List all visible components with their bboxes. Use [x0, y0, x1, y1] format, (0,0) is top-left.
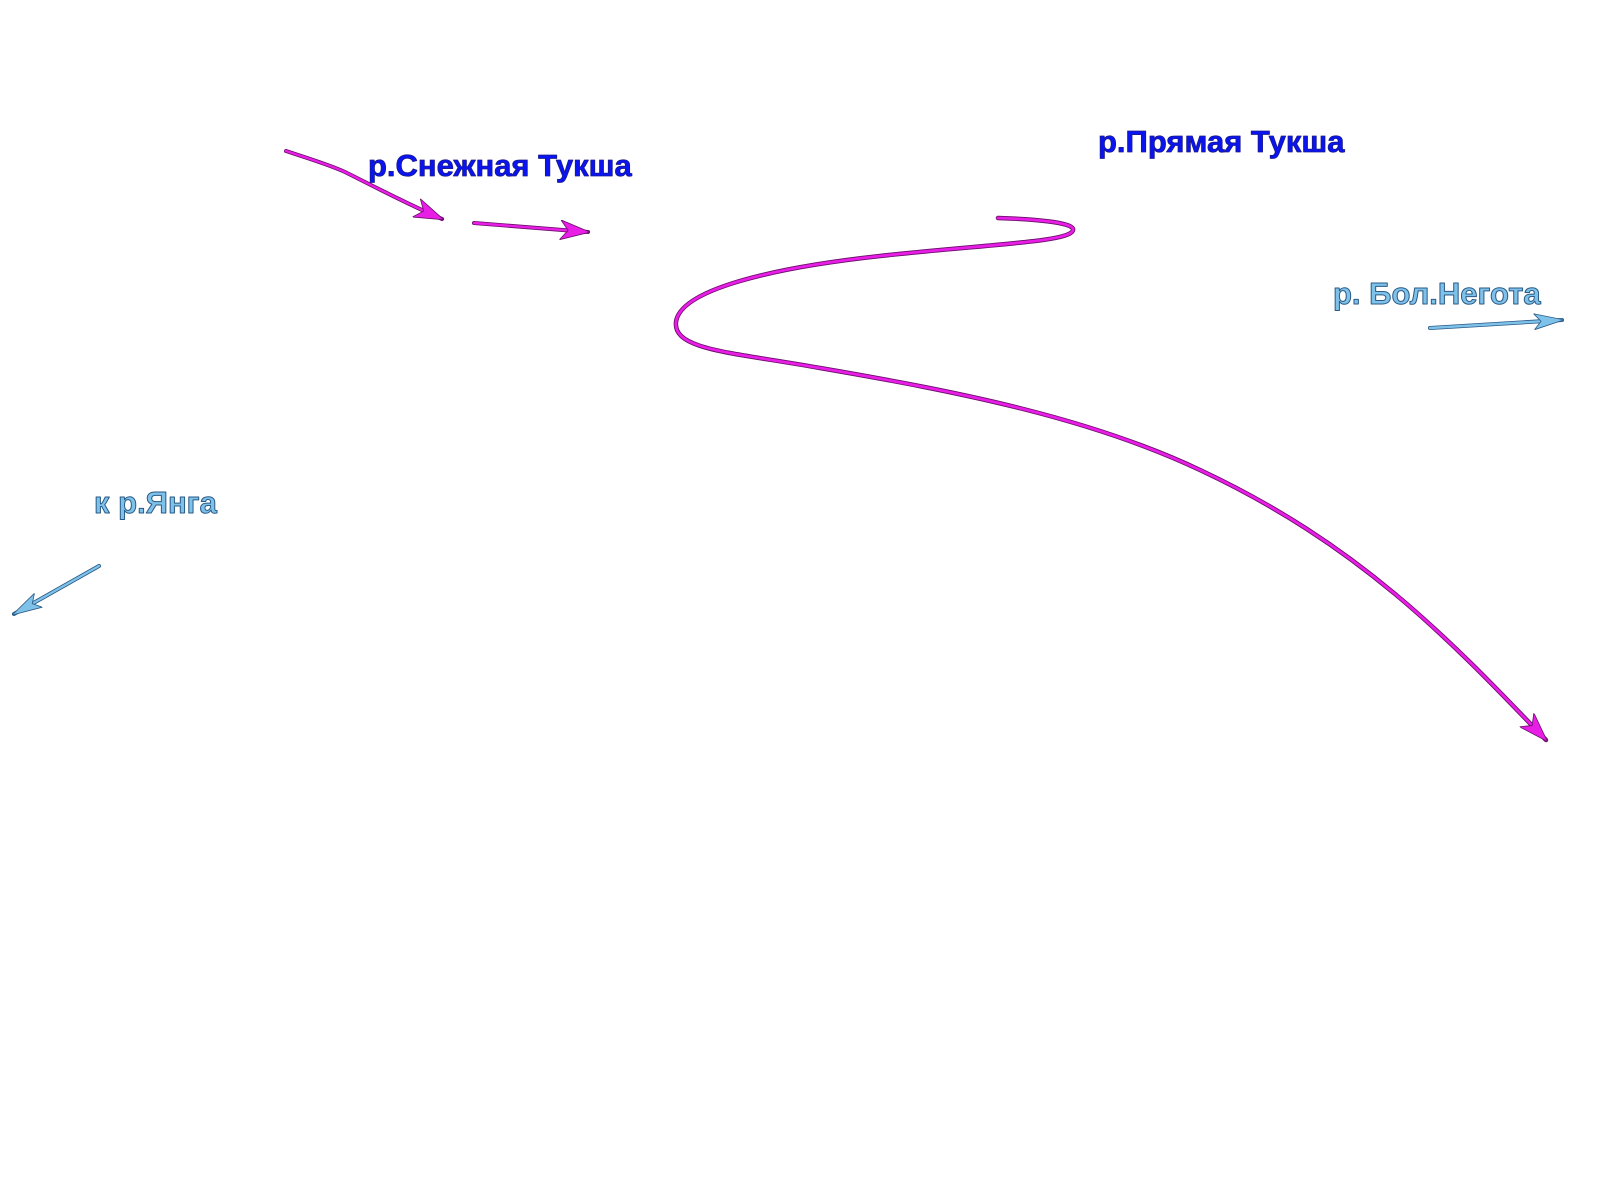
label-yanga: к р.Янга — [94, 485, 218, 520]
snezhnaya-lower-arrow-icon — [472, 223, 588, 232]
label-pryamaya-tuksha: р.Прямая Тукша — [1098, 124, 1345, 159]
label-snezhnaya-tuksha: р.Снежная Тукша — [368, 148, 632, 183]
snezhnaya-upper-arrow-icon — [284, 149, 442, 221]
label-bol-negota: р. Бол.Негота — [1333, 276, 1541, 311]
yanga-arrow-icon — [14, 564, 101, 616]
bol-negota-arrow-icon — [1428, 320, 1562, 328]
pryamaya-route-arrow-icon — [673, 215, 1546, 740]
